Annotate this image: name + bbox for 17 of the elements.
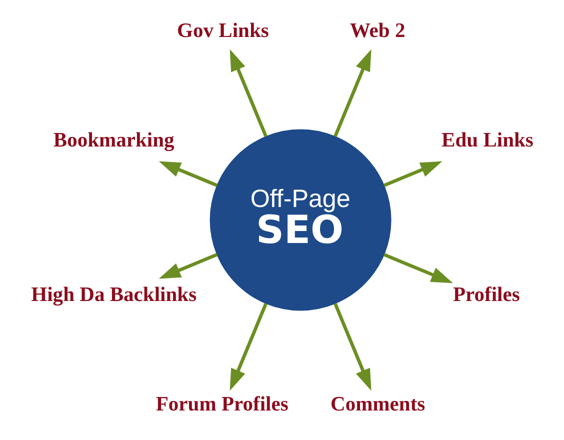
node-text: Bookmarking	[53, 130, 174, 152]
arrow	[158, 253, 218, 279]
arrow	[230, 49, 268, 138]
node-text: High Da Backlinks	[31, 284, 197, 306]
arrow	[383, 161, 442, 187]
arrow	[230, 302, 268, 391]
node-text: Edu Links	[442, 130, 534, 152]
arrow	[383, 253, 453, 284]
node-text: Gov Links	[177, 20, 269, 42]
arrow	[158, 161, 218, 187]
node-text: Web 2	[350, 20, 406, 42]
node-text: Forum Profiles	[156, 394, 288, 416]
arrow	[334, 49, 372, 138]
node-text: Comments	[330, 394, 426, 416]
node-circle: Off-Page SEO	[210, 129, 392, 311]
node-text: Profiles	[452, 284, 520, 306]
arrow	[334, 302, 372, 391]
